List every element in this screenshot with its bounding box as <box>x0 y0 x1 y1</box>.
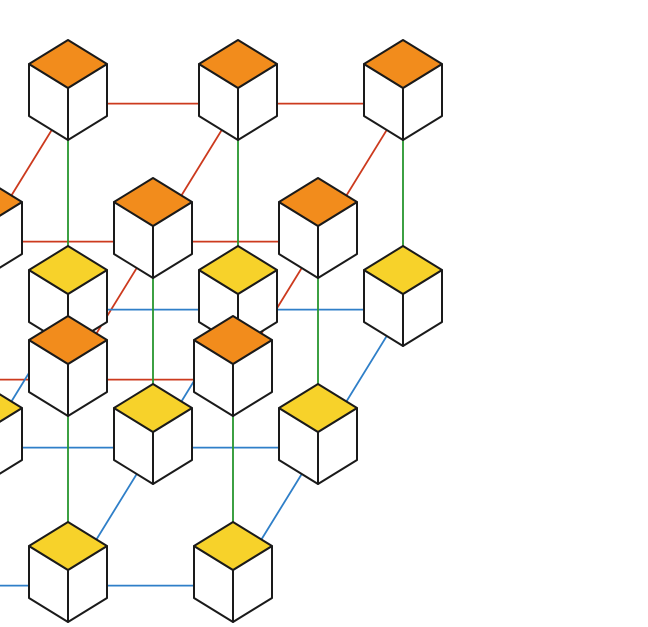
cubes-layer <box>0 39 443 623</box>
cube-top-face <box>0 393 23 423</box>
cube-upper-r1-c2 <box>278 177 358 279</box>
cube-top-face <box>28 521 108 571</box>
cube-top-face <box>28 245 108 295</box>
cube-lower-r2-c2 <box>193 521 273 623</box>
cube-upper-r1-c0 <box>0 187 23 269</box>
cube-lower-r1-c1 <box>113 383 193 485</box>
cube-upper-r1-c1 <box>113 177 193 279</box>
cube-lower-r1-c2 <box>278 383 358 485</box>
cube-upper-r2-c2 <box>193 315 273 417</box>
cube-upper-r0-c0 <box>28 39 108 141</box>
cube-upper-r2-c1 <box>28 315 108 417</box>
cube-top-face <box>113 383 193 433</box>
cube-top-face <box>198 39 278 89</box>
cube-lower-r0-c2 <box>363 245 443 347</box>
cube-upper-r0-c2 <box>363 39 443 141</box>
cube-top-face <box>363 39 443 89</box>
cube-top-face <box>278 177 358 227</box>
cube-top-face <box>198 245 278 295</box>
cube-upper-r0-c1 <box>198 39 278 141</box>
cube-lower-r2-c1 <box>28 521 108 623</box>
cube-top-face <box>193 315 273 365</box>
cube-top-face <box>278 383 358 433</box>
cube-top-face <box>193 521 273 571</box>
cube-top-face <box>0 187 23 217</box>
cube-top-face <box>363 245 443 295</box>
cube-top-face <box>28 39 108 89</box>
cube-lower-r1-c0 <box>0 393 23 475</box>
cube-top-face <box>28 315 108 365</box>
cube-top-face <box>113 177 193 227</box>
